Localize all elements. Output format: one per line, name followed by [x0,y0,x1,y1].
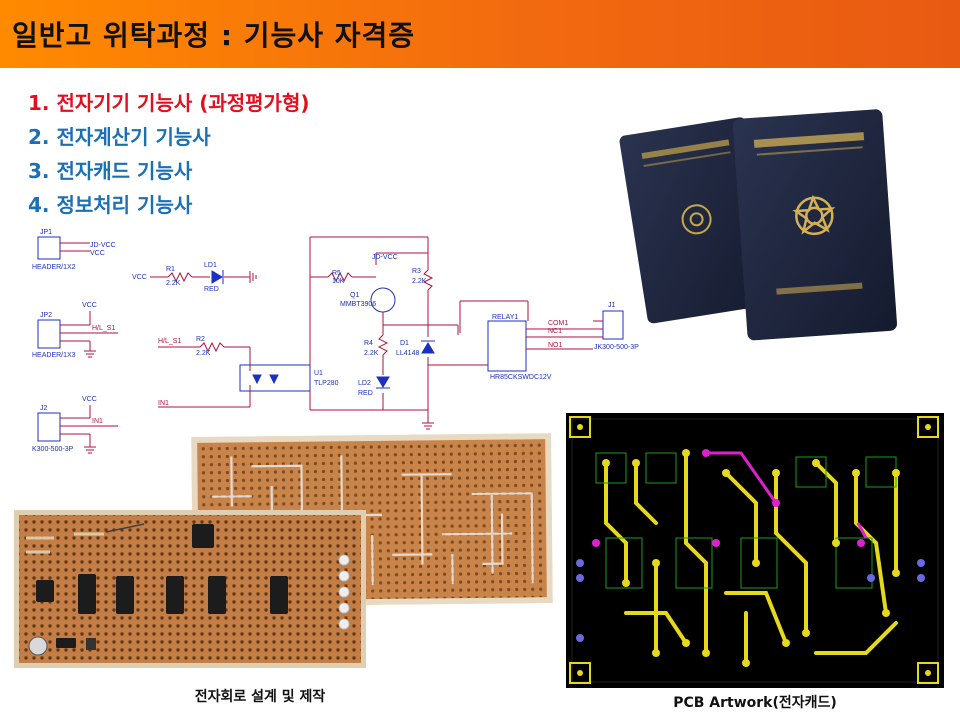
label-r3: R3 [412,268,421,275]
pcb-caption: PCB Artwork(전자캐드) [673,695,837,711]
label-jp2: JP2 [40,312,52,319]
label-jd-vcc: JD-VCC [372,254,398,261]
list-item: 3. 전자캐드 기능사 [28,159,193,183]
label-u1: U1 [314,370,323,377]
label-in1: IN1 [158,400,169,407]
label-r1-val: 2.2K [166,280,181,287]
label-r2-val: 2.2K [196,350,211,357]
label-vcc: VCC [82,396,97,403]
label-j2: J2 [40,405,48,412]
label-hl-s1: H/L_S1 [158,338,181,345]
label-r3-val: 2.2K [412,278,427,285]
certificate-list: 1. 전자기기 기능사 (과정평가형) 2. 전자계산기 기능사 3. 전자캐드… [28,86,309,222]
label-no1: NO1 [548,342,563,349]
label-jp1: JP1 [40,229,52,236]
title-bar: 일반고 위탁과정 : 기능사 자격증 [0,0,960,68]
label-ld2-val: RED [358,390,373,397]
circuit-schematic: JP1 HEADER/1X2 JD-VCC VCC JP2 HEADER/1X3… [32,229,639,454]
label-r5-val: 10K [332,278,345,285]
label-j1: J1 [608,302,616,309]
label-hl-s1: H/L_S1 [92,325,115,332]
label-r2: R2 [196,336,205,343]
label-vcc: VCC [82,302,97,309]
slide-title: 일반고 위탁과정 : 기능사 자격증 [12,19,416,52]
label-u1-val: TLP280 [314,380,339,387]
label-vcc: VCC [132,274,147,281]
label-com1: COM1 [548,320,568,327]
list-item: 2. 전자계산기 기능사 [28,125,211,149]
label-j1-part: JK300-500-3P [594,344,639,351]
label-jp2-part: HEADER/1X3 [32,352,76,359]
label-relay-val: HR85CKSWDC12V [490,374,552,381]
label-ld2: LD2 [358,380,371,387]
label-r5: R5 [332,270,341,277]
list-item: 1. 전자기기 기능사 (과정평가형) [28,91,310,115]
label-nc1: NC1 [548,328,562,335]
label-relay: RELAY1 [492,314,518,321]
label-ld1-val: RED [204,286,219,293]
label-r4-val: 2.2K [364,350,379,357]
label-r1: R1 [166,266,175,273]
label-ld1: LD1 [204,262,217,269]
label-vcc: VCC [90,250,105,257]
label-jp1-part: HEADER/1X2 [32,264,76,271]
label-r4: R4 [364,340,373,347]
perfboard-components-photo [14,510,366,668]
label-d1-val: LL4148 [396,350,419,357]
list-item: 4. 정보처리 기능사 [28,193,193,217]
board-caption: 전자회로 설계 및 제작 [194,689,326,705]
label-q1-val: MMBT3906 [340,301,376,308]
pcb-artwork-image [566,413,944,688]
certificate-passport-photo [619,109,898,341]
label-q1: Q1 [350,292,359,299]
label-j2-part: K300-500-3P [32,446,74,453]
label-d1: D1 [400,340,409,347]
label-jd-vcc: JD-VCC [90,242,116,249]
label-in1: IN1 [92,418,103,425]
